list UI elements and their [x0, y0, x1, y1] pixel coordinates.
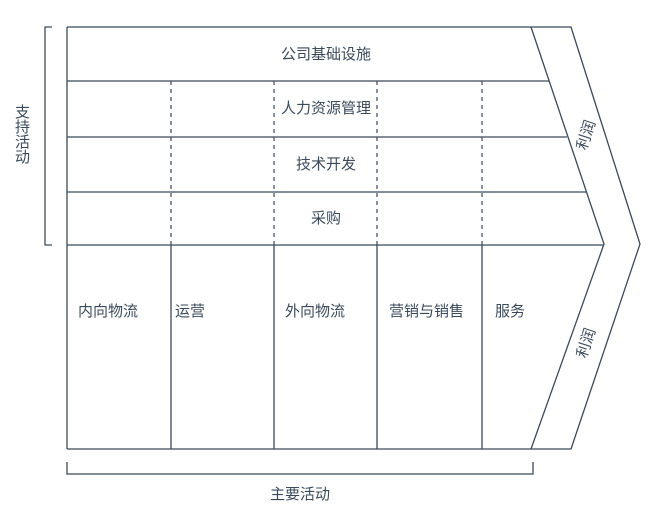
primary-activity-label: 营销与销售: [389, 302, 465, 320]
primary-activity-label: 内向物流: [78, 302, 139, 320]
primary-activities-title: 主要活动: [269, 485, 331, 503]
primary-activity-label: 外向物流: [285, 302, 346, 320]
primary-activity-label: 服务: [495, 302, 526, 320]
support-activities-title: 支持活动: [13, 104, 31, 164]
support-row-label: 采购: [307, 208, 345, 228]
inner-margin-line: [530, 26, 605, 450]
support-bracket: [44, 26, 52, 246]
support-row-label: 人力资源管理: [277, 98, 375, 118]
support-row-label: 公司基础设施: [280, 45, 372, 63]
primary-bracket: [66, 462, 534, 475]
support-row-label: 技术开发: [292, 154, 360, 174]
outer-margin-line: [531, 26, 641, 450]
primary-activity-label: 运营: [175, 302, 206, 320]
